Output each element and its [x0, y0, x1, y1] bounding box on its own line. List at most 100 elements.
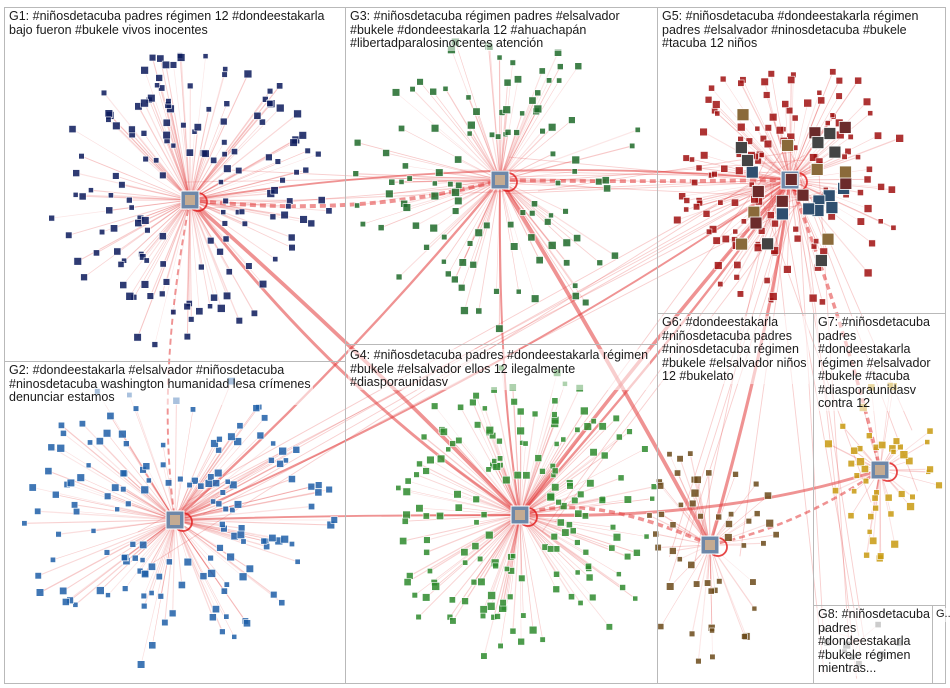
- profile-avatar: [802, 202, 816, 216]
- node: [293, 109, 302, 119]
- cross-edge: [190, 168, 798, 509]
- node: [44, 467, 53, 475]
- edge: [423, 436, 521, 516]
- edge: [149, 199, 191, 297]
- node: [430, 124, 440, 133]
- edge: [174, 450, 283, 521]
- node: [465, 94, 472, 101]
- edge: [419, 463, 521, 516]
- node: [553, 570, 560, 578]
- profile-avatar: [784, 172, 798, 186]
- node: [35, 588, 45, 597]
- node: [509, 59, 516, 66]
- node: [574, 539, 581, 546]
- node: [183, 557, 192, 567]
- node: [140, 280, 150, 289]
- node: [406, 175, 413, 182]
- node: [85, 462, 92, 469]
- node: [736, 122, 746, 132]
- edge: [409, 514, 521, 577]
- node: [619, 584, 626, 591]
- edge: [426, 514, 521, 541]
- node: [298, 131, 307, 140]
- edge: [122, 199, 191, 286]
- node: [187, 82, 194, 90]
- node: [873, 131, 882, 140]
- edge: [480, 514, 521, 583]
- node: [119, 469, 128, 478]
- edge: [135, 408, 176, 521]
- cross-edge: [796, 174, 824, 628]
- edge: [174, 417, 265, 521]
- node: [238, 208, 246, 215]
- node: [61, 598, 70, 606]
- node: [212, 479, 221, 488]
- node: [555, 498, 562, 506]
- node: [571, 292, 580, 300]
- node: [236, 530, 246, 539]
- group-label-g8: G8: #niñosdetacuba padres #dondeestakarl…: [816, 607, 932, 676]
- node: [153, 157, 160, 164]
- node: [598, 496, 606, 504]
- node: [495, 324, 504, 333]
- edge: [445, 88, 501, 181]
- node: [547, 123, 557, 132]
- edge: [492, 435, 521, 516]
- node: [695, 657, 702, 665]
- node: [221, 220, 228, 227]
- edge: [174, 519, 217, 610]
- node: [574, 569, 581, 576]
- edge: [519, 514, 647, 537]
- node: [513, 75, 522, 84]
- edge: [405, 514, 521, 522]
- node: [288, 541, 295, 548]
- node: [809, 153, 818, 162]
- edge: [519, 514, 544, 640]
- node: [568, 593, 575, 601]
- node: [905, 456, 914, 465]
- node: [95, 437, 104, 446]
- node: [554, 180, 561, 187]
- edge: [166, 134, 191, 201]
- edge: [148, 99, 191, 201]
- node: [600, 451, 609, 460]
- node: [509, 627, 517, 635]
- node: [803, 98, 813, 108]
- node: [118, 429, 127, 439]
- node: [477, 555, 484, 563]
- edge: [416, 474, 521, 516]
- node: [562, 208, 569, 215]
- node: [122, 585, 129, 592]
- edge: [63, 432, 176, 521]
- node: [643, 533, 650, 540]
- edge: [137, 199, 191, 338]
- edge: [188, 199, 191, 304]
- node: [752, 480, 760, 488]
- node: [539, 636, 546, 643]
- edge: [462, 179, 501, 263]
- node: [612, 533, 622, 542]
- node: [353, 139, 362, 147]
- edge: [37, 519, 176, 577]
- node: [472, 495, 480, 503]
- node: [420, 433, 428, 441]
- node: [151, 341, 159, 348]
- node: [354, 202, 360, 209]
- node: [429, 87, 438, 96]
- node: [724, 533, 733, 542]
- edge: [189, 74, 225, 201]
- edge: [519, 514, 638, 554]
- node: [862, 477, 870, 485]
- edge: [189, 157, 270, 201]
- node: [519, 209, 526, 216]
- node: [250, 309, 258, 317]
- cross-edge: [782, 201, 860, 637]
- edge: [502, 514, 521, 609]
- node: [276, 82, 284, 90]
- node: [388, 178, 396, 186]
- node: [549, 150, 557, 157]
- edge: [93, 519, 176, 532]
- edge: [76, 172, 191, 201]
- node: [492, 562, 499, 570]
- edge: [519, 455, 605, 516]
